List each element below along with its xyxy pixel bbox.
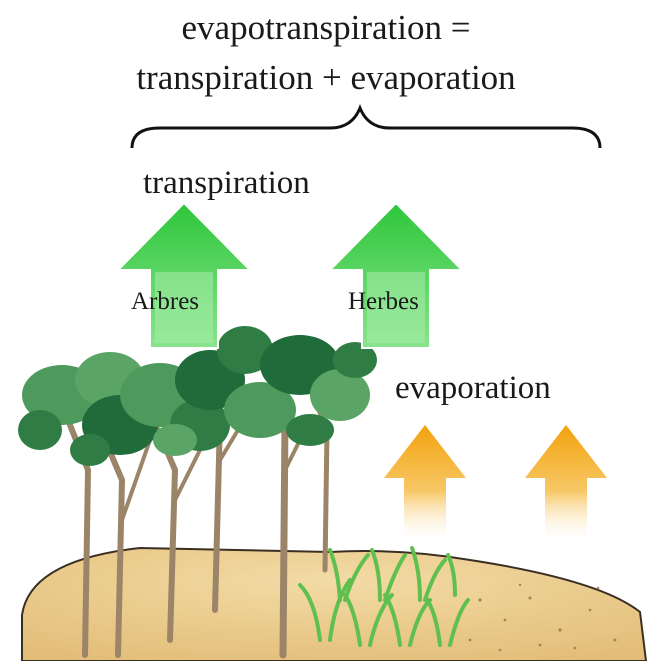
transpiration-label: transpiration — [143, 165, 310, 202]
transpiration-arrow-herbes — [330, 203, 462, 348]
evaporation-arrow-1 — [384, 425, 466, 545]
evaporation-label: evaporation — [395, 370, 551, 407]
title-line-2: transpiration + evaporation — [0, 58, 652, 98]
brace — [132, 108, 600, 148]
evaporation-arrow-2 — [525, 425, 607, 545]
title-line-1: evapotranspiration = — [0, 8, 652, 48]
arbres-label: Arbres — [131, 288, 199, 316]
herbes-label: Herbes — [348, 288, 419, 316]
transpiration-arrow-arbres — [118, 203, 250, 348]
